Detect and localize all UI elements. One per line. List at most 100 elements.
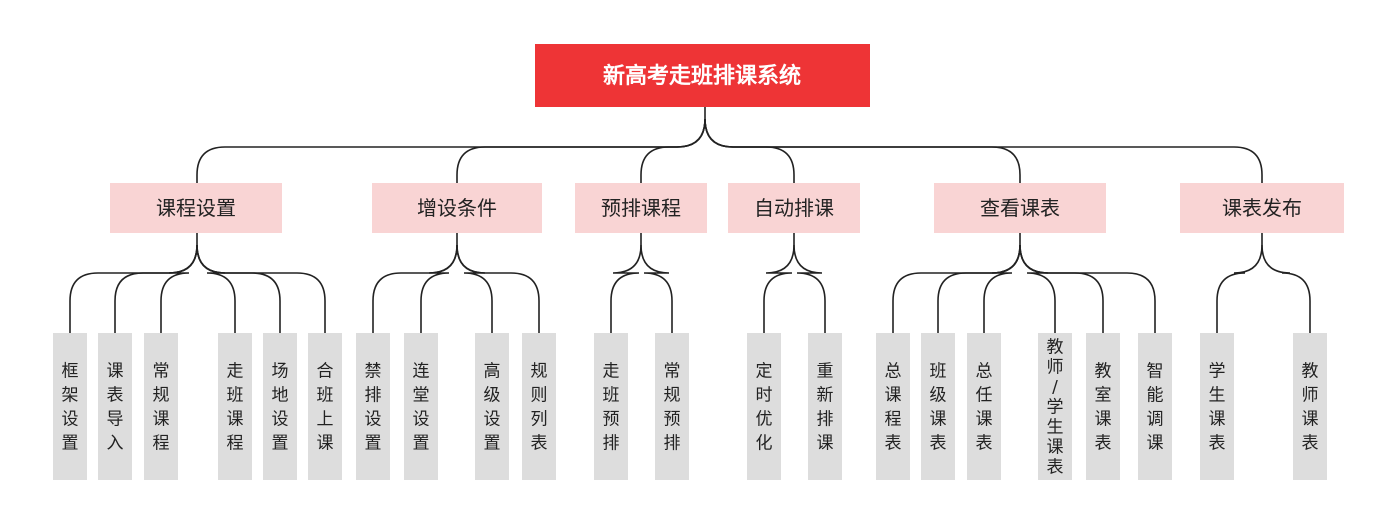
connector-lines: [69, 107, 1311, 333]
category-node: 查看课表: [934, 183, 1106, 233]
leaf-box: [808, 333, 842, 480]
leaf-node: 重新排课: [808, 333, 842, 480]
leaf-box: [522, 333, 556, 480]
leaf-box: [356, 333, 390, 480]
category-node: 预排课程: [575, 183, 707, 233]
category-box: [372, 183, 542, 233]
leaf-label: 走班预排: [603, 362, 620, 454]
leaf-box: [308, 333, 342, 480]
leaf-node: 走班课程: [218, 333, 252, 480]
leaf-box: [921, 333, 955, 480]
leaf-label: 课表导入: [107, 362, 124, 454]
leaf-box: [655, 333, 689, 480]
category-to-leaf-line: [610, 244, 642, 333]
leaf-node: 高级设置: [475, 333, 509, 480]
category-to-leaf-line: [937, 244, 1021, 333]
leaf-label: 场地设置: [272, 362, 289, 454]
root-to-category-line: [196, 118, 706, 183]
leaf-node: 教师课表: [1293, 333, 1327, 480]
root-to-category-line: [456, 118, 706, 183]
leaf-label: 教师课表: [1302, 362, 1319, 454]
leaf-node: 连堂设置: [404, 333, 438, 480]
root-node: 新高考走班排课系统: [535, 44, 870, 107]
leaf-box: [475, 333, 509, 480]
leaf-label: 连堂设置: [413, 362, 430, 454]
leaf-node: 框架设置: [53, 333, 87, 480]
category-label: 预排课程: [601, 196, 681, 220]
leaf-node: 定时优化: [747, 333, 781, 480]
leaf-label: 高级设置: [484, 362, 501, 454]
category-to-leaf-line: [1261, 244, 1311, 333]
category-label: 课程设置: [156, 196, 236, 220]
leaf-box: [1293, 333, 1327, 480]
category-box: [575, 183, 707, 233]
leaf-label: 总课程表: [885, 362, 902, 454]
leaf-row: 框架设置 课表导入 常规课程 走班课程 场地设置 合班上课 禁排设置 连堂设置 高级设置 规则列表…: [53, 333, 1327, 480]
leaf-label: 走班课程: [227, 362, 244, 454]
root-box: [535, 44, 870, 107]
leaf-node: 教师/学生课表: [1038, 333, 1072, 480]
category-to-leaf-line: [793, 244, 826, 333]
leaf-box: [747, 333, 781, 480]
category-node: 课程设置: [110, 183, 282, 233]
category-to-leaf-line: [1216, 244, 1263, 333]
leaf-box: [263, 333, 297, 480]
leaf-label: 合班上课: [317, 362, 334, 454]
category-box: [110, 183, 282, 233]
category-to-leaf-line: [763, 244, 795, 333]
root-title: 新高考走班排课系统: [603, 63, 801, 89]
category-label: 自动排课: [754, 196, 834, 220]
leaf-label: 总任课表: [976, 362, 993, 454]
category-box: [1180, 183, 1344, 233]
leaf-label: 禁排设置: [365, 362, 382, 454]
leaf-box: [1086, 333, 1120, 480]
category-to-leaf-line: [420, 244, 458, 333]
category-to-leaf-line: [1019, 244, 1104, 333]
leaf-box: [1200, 333, 1234, 480]
leaf-node: 总课程表: [876, 333, 910, 480]
category-to-leaf-line: [1019, 244, 1056, 333]
category-to-leaf-line: [196, 244, 326, 333]
leaf-node: 教室课表: [1086, 333, 1120, 480]
category-to-leaf-line: [456, 244, 540, 333]
category-to-leaf-line: [114, 244, 198, 333]
leaf-label: 规则列表: [531, 362, 548, 454]
leaf-node: 总任课表: [967, 333, 1001, 480]
leaf-label: 重新排课: [817, 362, 834, 454]
leaf-box: [53, 333, 87, 480]
leaf-label: 教室课表: [1095, 362, 1112, 454]
category-box: [728, 183, 860, 233]
root-to-category-line: [704, 118, 1263, 183]
root-to-category-line: [704, 118, 795, 183]
leaf-label: 常规课程: [153, 362, 170, 454]
category-to-leaf-line: [196, 244, 236, 333]
leaf-label: 常规预排: [664, 362, 681, 454]
leaf-node: 班级课表: [921, 333, 955, 480]
leaf-node: 合班上课: [308, 333, 342, 480]
leaf-box: [98, 333, 132, 480]
category-to-leaf-line: [456, 244, 493, 333]
leaf-node: 智能调课: [1138, 333, 1172, 480]
leaf-box: [144, 333, 178, 480]
category-to-leaf-line: [160, 244, 198, 333]
leaf-box: [594, 333, 628, 480]
category-to-leaf-line: [892, 244, 1021, 333]
leaf-node: 场地设置: [263, 333, 297, 480]
category-to-leaf-line: [640, 244, 673, 333]
leaf-box: [404, 333, 438, 480]
leaf-label: 定时优化: [756, 362, 773, 454]
root-to-category-line: [704, 118, 1021, 183]
leaf-label: 框架设置: [62, 362, 79, 454]
category-node: 课表发布: [1180, 183, 1344, 233]
leaf-label: 班级课表: [930, 362, 947, 454]
category-to-leaf-line: [69, 244, 198, 333]
leaf-node: 规则列表: [522, 333, 556, 480]
leaf-node: 常规课程: [144, 333, 178, 480]
category-node: 自动排课: [728, 183, 860, 233]
category-row: 课程设置 增设条件 预排课程 自动排课 查看课表 课表发布: [110, 183, 1344, 233]
leaf-box: [1138, 333, 1172, 480]
category-label: 增设条件: [417, 196, 497, 220]
leaf-node: 学生课表: [1200, 333, 1234, 480]
leaf-label: 学生课表: [1209, 362, 1226, 454]
leaf-node: 课表导入: [98, 333, 132, 480]
